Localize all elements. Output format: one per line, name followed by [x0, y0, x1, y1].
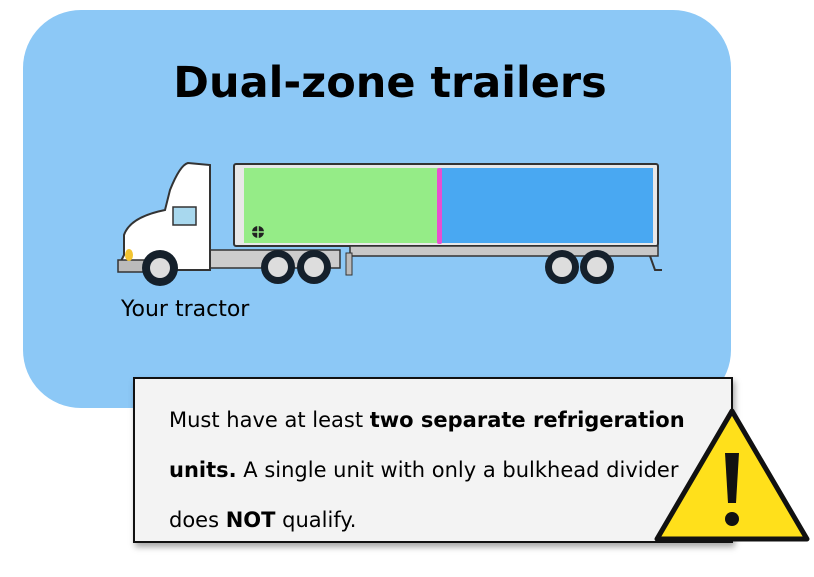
rear-zone [441, 168, 653, 243]
page-title: Dual-zone trailers [173, 58, 607, 108]
warning-callout: Must have at least two separate refriger… [133, 377, 733, 543]
truck-illustration [117, 161, 662, 286]
tractor-label: Your tractor [121, 297, 250, 322]
reefer-unit-icon [252, 226, 264, 238]
wheels [142, 250, 614, 286]
text: Must have at least [169, 408, 370, 432]
front-zone [244, 168, 440, 243]
emphasis: NOT [225, 508, 276, 532]
text: A single unit with only a bulkhead divid… [169, 458, 679, 532]
emphasis: two separate refrigeration units. [169, 408, 685, 482]
callout-text: Must have at least two separate refriger… [169, 395, 709, 545]
trailer [233, 163, 662, 276]
divider [437, 168, 442, 244]
text: qualify. [275, 508, 357, 532]
warning-icon [654, 408, 810, 542]
